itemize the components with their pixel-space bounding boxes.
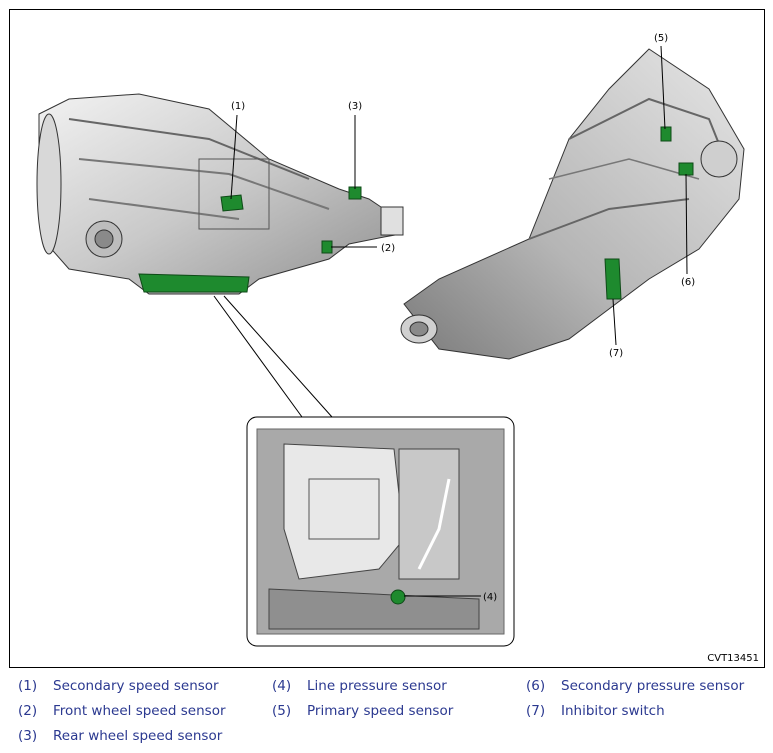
diagram-canvas: (1) (3) (2) (4) (5) (6) (7) CVT13451 xyxy=(9,9,765,668)
legend: (1) Secondary speed sensor (2) Front wheel… xyxy=(18,678,768,750)
rear-wheel-speed-sensor-highlight xyxy=(348,186,362,200)
callout-5: (5) xyxy=(654,33,668,44)
callout-1: (1) xyxy=(231,101,245,112)
transmission-side-view xyxy=(36,93,404,295)
legend-item-4: (4) Line pressure sensor xyxy=(272,678,447,694)
leader-lines xyxy=(230,45,688,597)
legend-label: Inhibitor switch xyxy=(561,703,665,719)
legend-label: Front wheel speed sensor xyxy=(53,703,226,719)
detail-inset xyxy=(246,416,515,647)
legend-num: (3) xyxy=(18,728,38,744)
diagram-figure: (1) (3) (2) (4) (5) (6) (7) CVT13451 xyxy=(9,9,765,668)
legend-item-7: (7) Inhibitor switch xyxy=(526,703,665,719)
legend-label: Secondary speed sensor xyxy=(53,678,219,694)
legend-num: (6) xyxy=(526,678,546,694)
legend-label: Primary speed sensor xyxy=(307,703,454,719)
callout-4: (4) xyxy=(483,592,497,603)
secondary-speed-sensor-highlight xyxy=(220,194,244,212)
legend-num: (7) xyxy=(526,703,546,719)
transmission-perspective-view xyxy=(400,48,745,360)
callout-3: (3) xyxy=(348,101,362,112)
zoom-line-right xyxy=(223,295,333,418)
legend-label: Line pressure sensor xyxy=(307,678,447,694)
figure-code: CVT13451 xyxy=(707,653,759,664)
line-pressure-sensor-highlight xyxy=(390,589,406,605)
legend-item-1: (1) Secondary speed sensor xyxy=(18,678,219,694)
legend-num: (4) xyxy=(272,678,292,694)
oil-pan-highlight xyxy=(138,273,250,293)
callout-6: (6) xyxy=(681,277,695,288)
legend-label: Rear wheel speed sensor xyxy=(53,728,223,744)
legend-item-6: (6) Secondary pressure sensor xyxy=(526,678,744,694)
legend-num: (2) xyxy=(18,703,38,719)
legend-label: Secondary pressure sensor xyxy=(561,678,745,694)
callout-7: (7) xyxy=(609,348,623,359)
legend-item-5: (5) Primary speed sensor xyxy=(272,703,453,719)
callout-2: (2) xyxy=(381,243,395,254)
legend-item-2: (2) Front wheel speed sensor xyxy=(18,703,226,719)
front-wheel-speed-sensor-highlight xyxy=(321,240,333,254)
inhibitor-switch-highlight xyxy=(604,258,622,300)
primary-speed-sensor-highlight xyxy=(660,126,672,142)
legend-num: (5) xyxy=(272,703,292,719)
legend-item-3: (3) Rear wheel speed sensor xyxy=(18,728,222,744)
legend-num: (1) xyxy=(18,678,38,694)
zoom-line-left xyxy=(213,295,303,418)
secondary-pressure-sensor-highlight xyxy=(678,162,694,176)
